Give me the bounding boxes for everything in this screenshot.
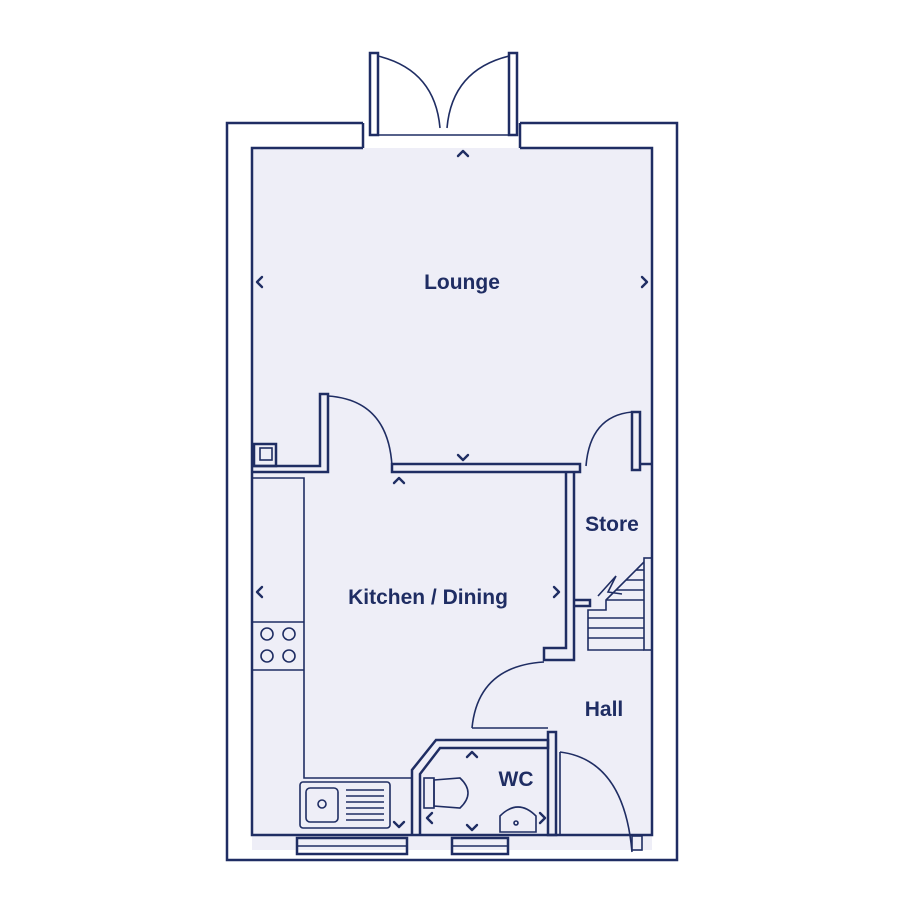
room-label-wc: WC <box>499 768 534 791</box>
dimension-markers <box>255 149 649 832</box>
internal-doors <box>327 395 643 853</box>
stairs <box>587 557 653 651</box>
room-label-kitchen-dining: Kitchen / Dining <box>348 586 508 609</box>
floor-area <box>252 148 652 850</box>
toilet <box>423 777 469 809</box>
room-label-store: Store <box>585 513 639 536</box>
room-label-lounge: Lounge <box>424 271 500 294</box>
kitchen-sink <box>299 781 391 829</box>
french-doors <box>368 51 519 137</box>
internal-walls <box>252 392 652 837</box>
kitchen-worktop <box>252 477 412 779</box>
basin <box>499 806 537 833</box>
room-label-hall: Hall <box>585 698 624 721</box>
windows <box>295 836 510 856</box>
outer-walls <box>225 121 679 862</box>
